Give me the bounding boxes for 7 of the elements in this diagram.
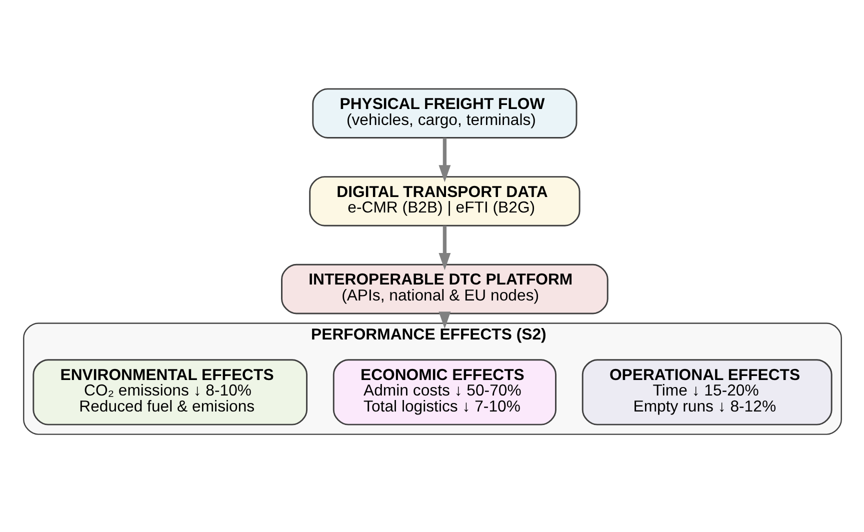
arrow xyxy=(438,137,450,182)
node-box: ECONOMIC EFFECTS Admin costs ↓ 50-70% Total logistics ↓ 7-10% xyxy=(332,358,556,425)
node-box: PHYSICAL FREIGHT FLOW (vehicles, cargo, terminals) xyxy=(312,88,577,138)
arrow xyxy=(438,225,450,270)
node-box: OPERATIONAL EFFECTS Time ↓ 15-20% Empty runs ↓ 8-12% xyxy=(581,358,832,425)
node-box: DIGITAL TRANSPORT DATA e-CMR (B2B) | eFTI (B2G) xyxy=(308,176,580,226)
node-box: ENVIRONMENTAL EFFECTS CO₂ emissions ↓ 8-10% Reduced fuel & emisions xyxy=(32,358,308,425)
